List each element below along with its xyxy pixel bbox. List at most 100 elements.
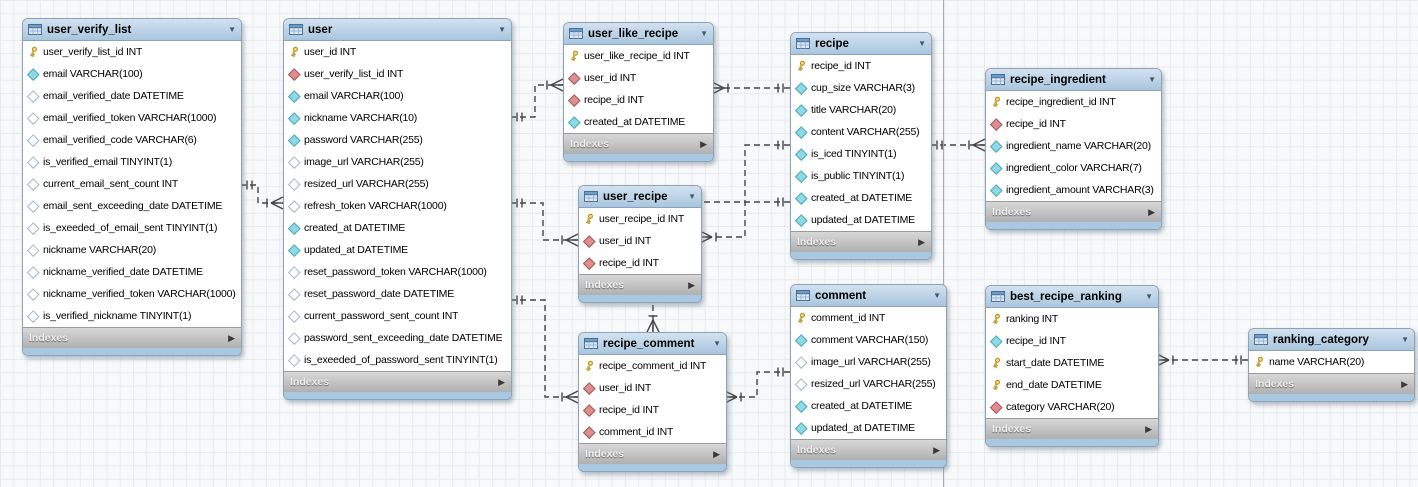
column-label: comment_id INT	[599, 426, 674, 438]
table-header[interactable]: recipe_comment▼	[579, 333, 726, 355]
relationship-line[interactable]	[725, 371, 790, 398]
indexes-section[interactable]: Indexes ▶	[986, 201, 1161, 222]
table-header[interactable]: user_verify_list▼	[23, 19, 241, 41]
table-recipe_ingredient[interactable]: recipe_ingredient▼recipe_ingredient_id I…	[985, 68, 1162, 230]
column-label: is_iced TINYINT(1)	[811, 148, 897, 160]
table-title: ranking_category	[1273, 333, 1369, 346]
table-header[interactable]: user▼	[284, 19, 511, 41]
column-label: ingredient_color VARCHAR(7)	[1006, 162, 1142, 174]
table-title: user_recipe	[603, 190, 668, 203]
column-label: password_sent_exceeding_date DATETIME	[304, 332, 503, 344]
table-ranking_category[interactable]: ranking_category▼name VARCHAR(20)Indexes…	[1248, 328, 1415, 402]
primary-key-icon	[1253, 356, 1265, 368]
column-row: is_public TINYINT(1)	[791, 165, 931, 187]
nullable-column-icon	[26, 89, 40, 103]
relationship-recipe-user_recipe[interactable]	[699, 140, 790, 244]
indexes-section[interactable]: Indexes▶	[579, 274, 701, 295]
column-row: nickname_verified_date DATETIME	[23, 261, 241, 283]
column-row: ingredient_amount VARCHAR(3)	[986, 179, 1161, 201]
indexes-label: Indexes	[992, 423, 1032, 435]
table-header[interactable]: recipe▼	[791, 33, 931, 55]
column-row: password_sent_exceeding_date DATETIME	[284, 327, 511, 349]
foreign-key-icon	[582, 381, 596, 395]
table-header[interactable]: best_recipe_ranking ▼	[986, 286, 1158, 308]
indexes-section[interactable]: Indexes▶	[1249, 373, 1414, 394]
indexes-label: Indexes	[290, 376, 330, 388]
expand-indexes-icon[interactable]: ▶	[1148, 206, 1155, 217]
relationship-line[interactable]	[510, 202, 578, 241]
indexes-section[interactable]: Indexes▶	[791, 231, 931, 252]
collapse-arrow-icon[interactable]: ▼	[918, 39, 926, 48]
indexes-section[interactable]: Indexes ▶	[986, 418, 1158, 439]
expand-indexes-icon[interactable]: ▶	[1401, 378, 1408, 389]
indexes-label: Indexes	[992, 206, 1032, 218]
collapse-arrow-icon[interactable]: ▼	[498, 25, 506, 34]
column-row: created_at DATETIME	[284, 217, 511, 239]
expand-indexes-icon[interactable]: ▶	[498, 376, 505, 387]
table-header[interactable]: recipe_ingredient▼	[986, 69, 1161, 91]
column-row: comment_id INT	[579, 421, 726, 443]
collapse-arrow-icon[interactable]: ▼	[688, 192, 696, 201]
foreign-key-icon	[287, 67, 301, 81]
indexes-section[interactable]: Indexes▶	[791, 439, 946, 460]
column-label: password VARCHAR(255)	[304, 134, 423, 146]
expand-indexes-icon[interactable]: ▶	[700, 138, 707, 149]
table-user_like_recipe[interactable]: user_like_recipe▼user_like_recipe_id INT…	[563, 22, 714, 162]
required-column-icon	[287, 221, 301, 235]
column-row: is_exeeded_of_email_sent TINYINT(1)	[23, 217, 241, 239]
expand-indexes-icon[interactable]: ▶	[933, 444, 940, 455]
table-icon	[991, 291, 1005, 302]
expand-indexes-icon[interactable]: ▶	[713, 448, 720, 459]
relationship-line[interactable]	[700, 144, 790, 238]
indexes-section[interactable]: Indexes▶	[23, 327, 241, 348]
column-label: email_verified_code VARCHAR(6)	[43, 134, 197, 146]
table-title: best_recipe_ranking	[1010, 290, 1122, 303]
indexes-section[interactable]: Indexes ▶	[284, 371, 511, 392]
column-label: user_recipe_id INT	[599, 213, 685, 225]
relationship-user-user_like_recipe[interactable]	[510, 78, 564, 122]
relationship-line[interactable]	[510, 84, 563, 118]
collapse-arrow-icon[interactable]: ▼	[713, 339, 721, 348]
primary-key-icon	[583, 360, 595, 372]
collapse-arrow-icon[interactable]: ▼	[1148, 75, 1156, 84]
collapse-arrow-icon[interactable]: ▼	[1401, 335, 1409, 344]
relationship-recipe-user_like_recipe[interactable]	[711, 81, 790, 95]
indexes-section[interactable]: Indexes▶	[579, 443, 726, 464]
table-header[interactable]: user_recipe ▼	[579, 186, 701, 208]
collapse-arrow-icon[interactable]: ▼	[700, 29, 708, 38]
indexes-section[interactable]: Indexes▶	[564, 133, 713, 154]
column-row: is_exeeded_of_password_sent TINYINT(1)	[284, 349, 511, 371]
relationship-line[interactable]	[510, 299, 578, 398]
expand-indexes-icon[interactable]: ▶	[228, 332, 235, 343]
column-row: category VARCHAR(20)	[986, 396, 1158, 418]
relationship-ranking_category-best_recipe_ranking[interactable]	[1156, 353, 1248, 367]
relationship-comment-recipe_comment[interactable]	[724, 367, 790, 404]
relationship-user_verify_list-user[interactable]	[240, 180, 284, 210]
relationship-user-recipe_comment[interactable]	[510, 295, 579, 404]
nullable-column-icon	[26, 287, 40, 301]
collapse-arrow-icon[interactable]: ▼	[1145, 292, 1153, 301]
expand-indexes-icon[interactable]: ▶	[1145, 423, 1152, 434]
table-header[interactable]: ranking_category ▼	[1249, 329, 1414, 351]
relationship-recipe-recipe_ingredient[interactable]	[930, 138, 986, 152]
relationship-user-user_recipe[interactable]	[510, 198, 579, 247]
required-column-icon	[794, 399, 808, 413]
table-header[interactable]: comment▼	[791, 285, 946, 307]
relationship-marker	[699, 236, 713, 244]
table-icon	[584, 191, 598, 202]
expand-indexes-icon[interactable]: ▶	[688, 279, 695, 290]
table-user_verify_list[interactable]: user_verify_list▼user_verify_list_id INT…	[22, 18, 242, 356]
expand-indexes-icon[interactable]: ▶	[918, 236, 925, 247]
table-header[interactable]: user_like_recipe▼	[564, 23, 713, 45]
collapse-arrow-icon[interactable]: ▼	[228, 25, 236, 34]
collapse-arrow-icon[interactable]: ▼	[933, 291, 941, 300]
